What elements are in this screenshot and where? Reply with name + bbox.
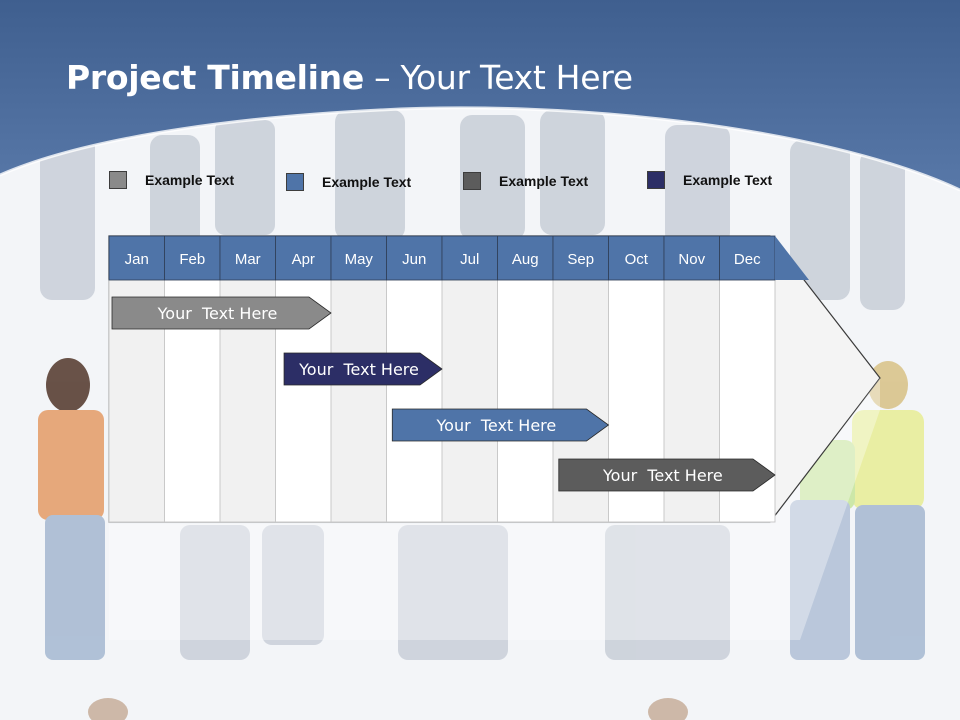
task-bar-shape [111,296,332,330]
month-header-cell [552,235,609,281]
legend-label: Example Text [145,172,235,188]
month-header-cell [219,235,276,281]
legend-item-1: Example Text [109,171,234,189]
legend-swatch [647,171,665,189]
month-label: Nov [678,251,705,268]
month-column [497,279,554,523]
legend-swatch [109,171,127,189]
legend-swatch [286,173,304,191]
month-header-cell [441,235,498,281]
timeline-reflection [109,378,880,640]
month-column [330,279,387,523]
month-header-cell [663,235,720,281]
month-label: May [345,251,374,268]
legend-label: Example Text [322,174,412,190]
month-label: Mar [235,251,261,268]
task-bar[interactable]: Your Text Here [283,352,443,386]
month-label: Jun [402,251,426,268]
month-label: Sep [567,251,594,268]
task-bar[interactable]: Your Text Here [111,296,332,330]
legend-label: Example Text [683,172,773,188]
month-label: Jul [460,251,479,268]
month-header-cell [497,235,554,281]
month-column [441,279,498,523]
task-bar[interactable]: Your Text Here [558,458,776,492]
legend-item-4: Example Text [647,171,772,189]
month-label: Oct [625,251,649,268]
month-header-cell [164,235,221,281]
month-column [386,279,443,523]
month-label: Apr [292,251,315,268]
task-bar[interactable]: Your Text Here [391,408,610,442]
month-label: Dec [734,251,761,268]
legend-item-3: Example Text [463,172,588,190]
month-header-tip [775,236,809,280]
task-bar-shape [283,352,443,386]
task-label: Your Text Here [436,416,557,435]
month-label: Aug [512,251,539,268]
task-label: Your Text Here [298,360,419,379]
legend-swatch [463,172,481,190]
month-header-cell [386,235,443,281]
task-label: Your Text Here [602,466,723,485]
slide-title: Project Timeline – Your Text Here [66,58,633,97]
header-band [0,0,960,192]
month-label: Feb [179,251,205,268]
title-rest-part: – Your Text Here [363,58,633,97]
legend-item-2: Example Text [286,173,411,191]
month-header-cell [719,235,776,281]
task-label: Your Text Here [157,304,278,323]
legend-label: Example Text [499,173,589,189]
task-bar-shape [558,458,776,492]
title-bold-part: Project Timeline [66,58,364,97]
task-bar-shape [391,408,610,442]
month-label: Jan [125,251,149,268]
